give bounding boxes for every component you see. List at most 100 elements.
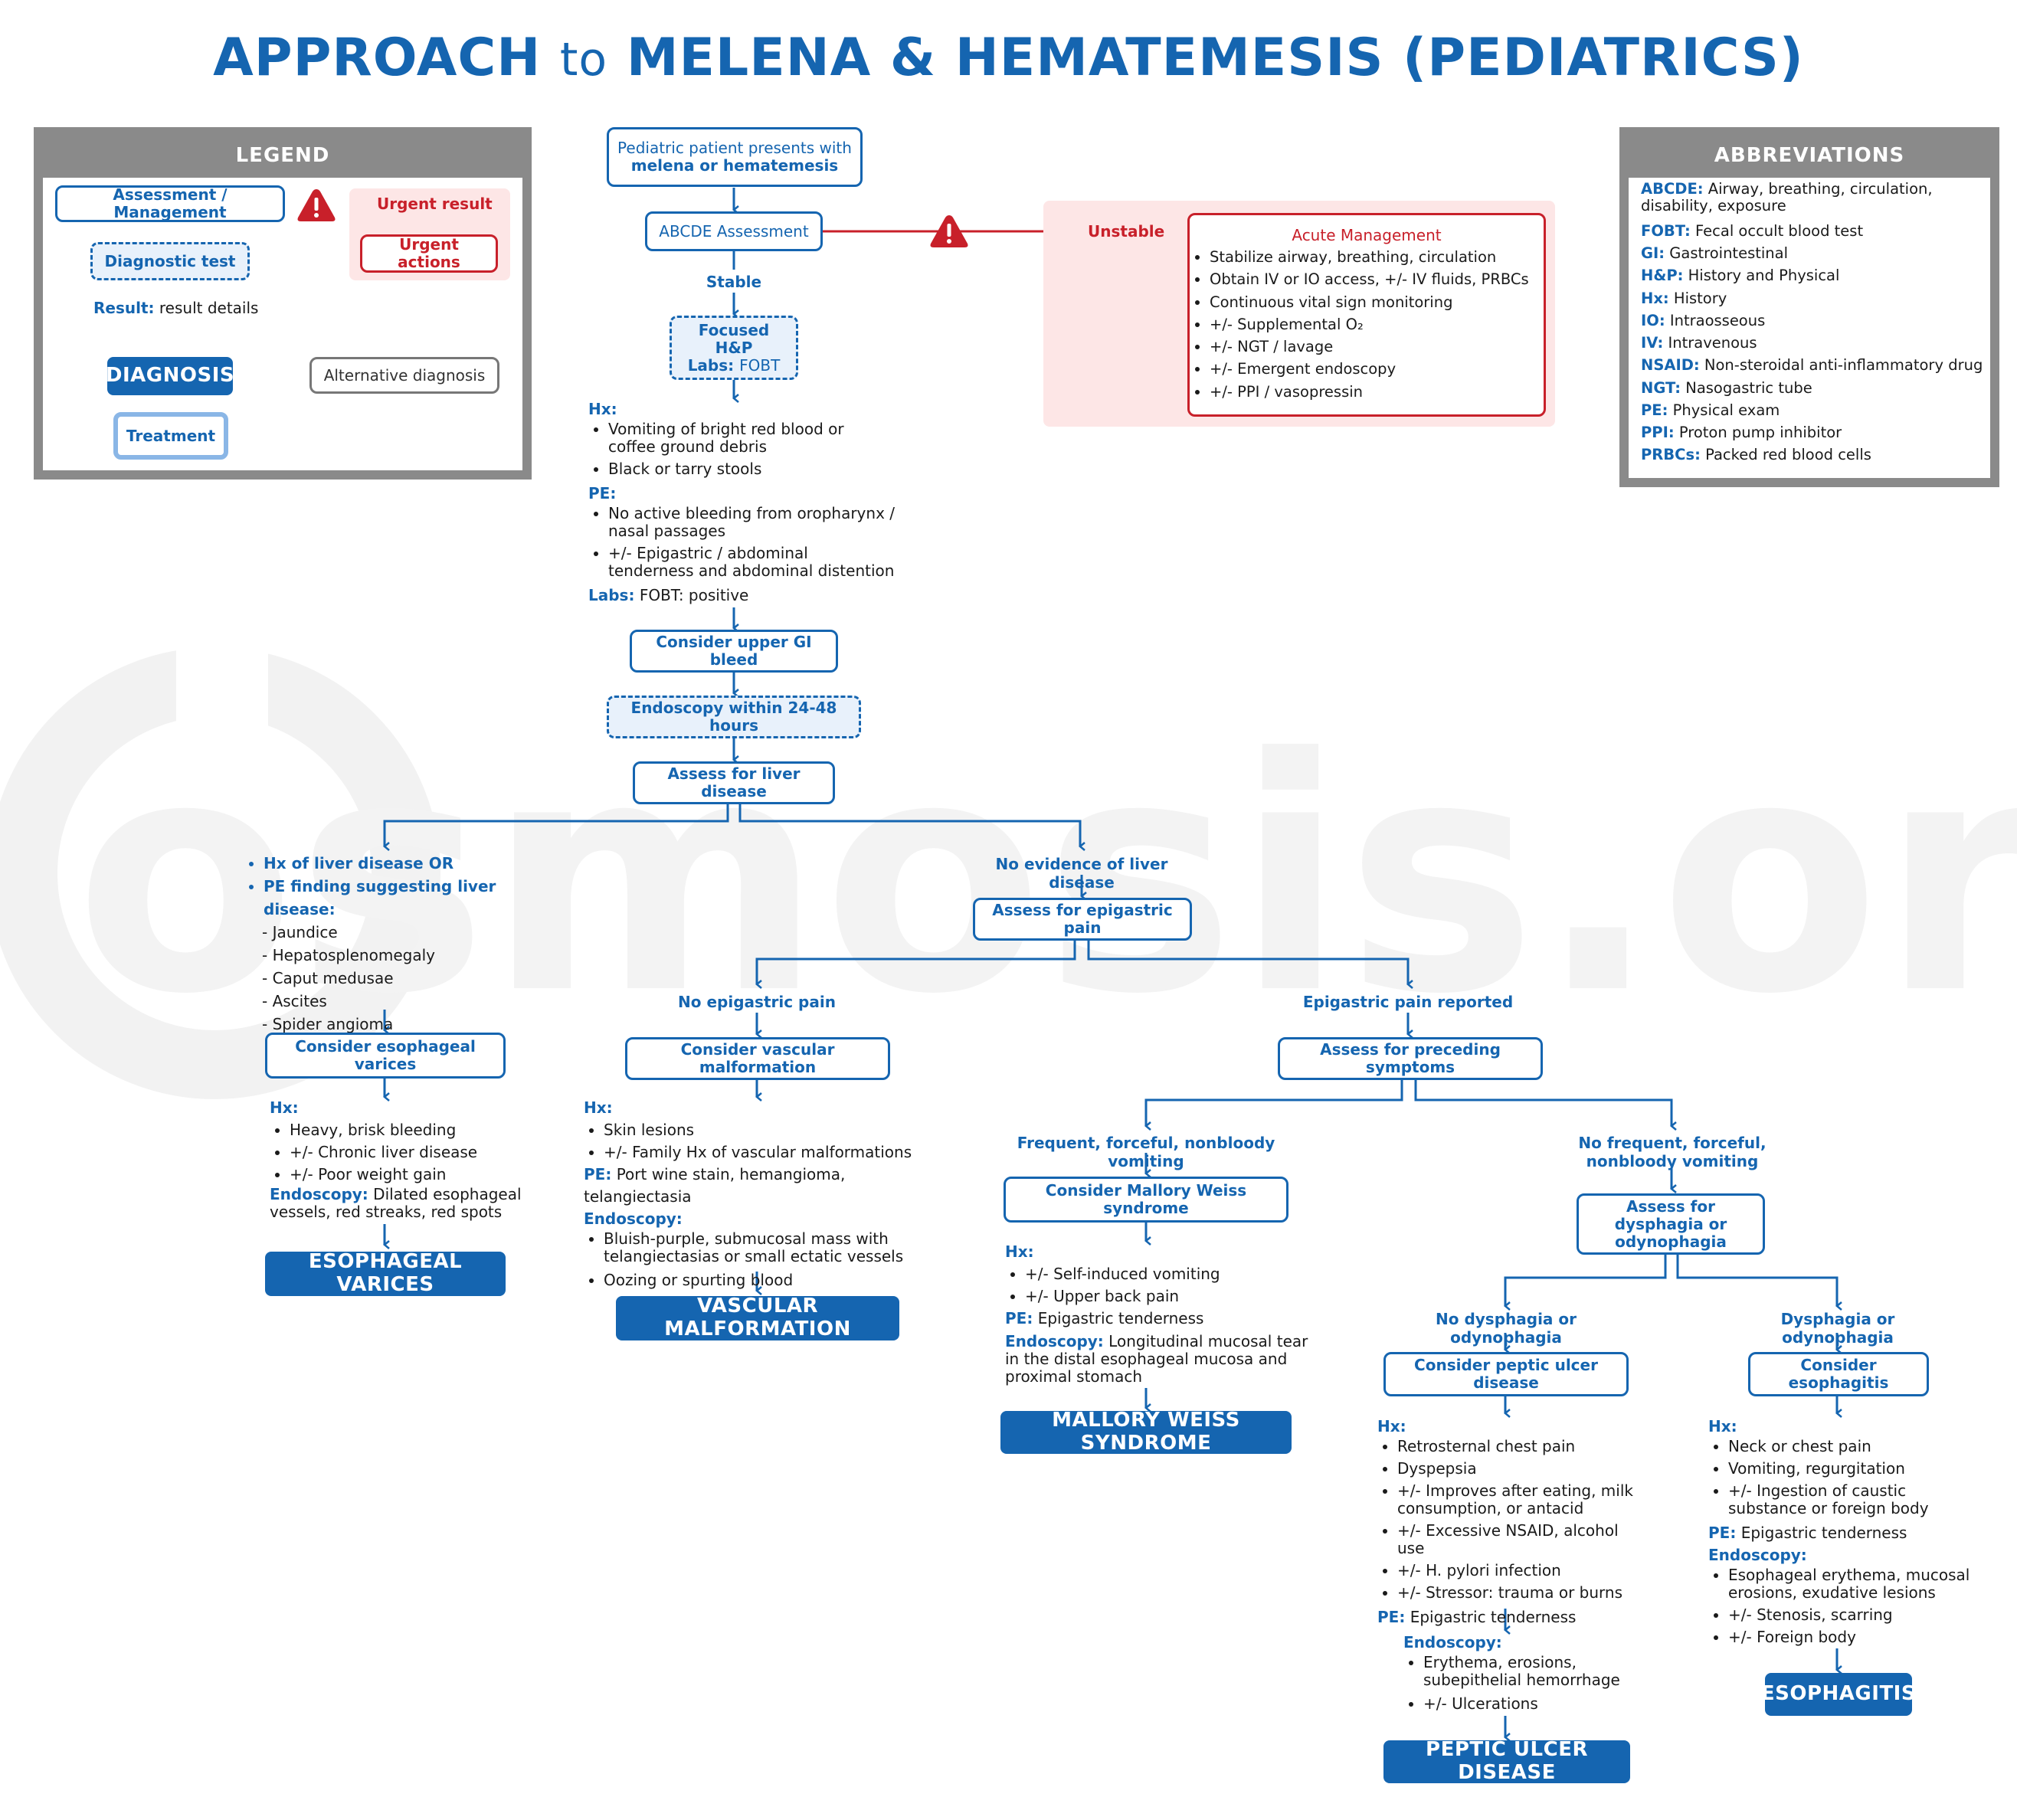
abbr-item: ABCDE: Airway, breathing, circulation, d… [1641,180,1933,215]
title-part2: to [559,33,608,87]
abbr-item: GI: Gastrointestinal [1641,244,1789,263]
finding-item: Vomiting, regurgitation [1728,1460,1976,1478]
abbr-item: NSAID: Non-steroidal anti-inflammatory d… [1641,356,1983,375]
legend-diagnosis-box: DIAGNOSIS [106,357,234,395]
pe-value: Epigastric tenderness [1410,1608,1577,1626]
hx-label: Hx: [1005,1242,1034,1261]
abbreviations-heading: ABBREVIATIONS [1629,136,1990,178]
legend-result-label: Result: [93,299,155,317]
liver-sign: - Caput medusae [262,969,394,987]
legend-heading: LEGEND [43,136,522,178]
acute-item: Stabilize airway, breathing, circulation [1210,246,1544,268]
legend-result: Result: result details [93,297,258,319]
liver-signs: - Jaundice - Hepatosplenomegaly - Caput … [244,921,535,1036]
legend-warning-icon [297,189,336,221]
liver-sign: - Spider angioma [262,1015,394,1033]
finding-item: +/- Improves after eating, milk consumpt… [1397,1482,1645,1517]
legend-assessment-box: Assessment / Management [55,185,285,222]
finding-item: Oozing or spurting blood [604,1272,951,1289]
liver-hx: Hx of liver disease [264,854,424,872]
initial-findings: Hx: Vomiting of bright red blood or coff… [588,398,895,607]
liver-hx-item: Hx of liver disease OR [264,852,535,875]
hx-label: Hx: [1708,1417,1737,1435]
vascular-findings: Hx: Skin lesions +/- Family Hx of vascul… [584,1097,951,1289]
abbr-item: FOBT: Fecal occult blood test [1641,221,1864,240]
liver-sign: - Jaundice [262,923,338,941]
liver-sign: - Hepatosplenomegaly [262,946,435,964]
abbr-item: H&P: History and Physical [1641,267,1840,285]
endo-value: Longitudinal mucosal tear in the distal … [1005,1332,1308,1386]
endo-label: Endoscopy: [270,1185,368,1203]
pe-label: PE: [588,484,617,502]
hx-label: Hx: [1377,1417,1406,1435]
finding-item: +/- Poor weight gain [290,1164,530,1186]
legend-diagnostic-test-box: Diagnostic test [90,242,250,280]
abbr-item: PPI: Proton pump inhibitor [1641,424,1842,442]
focused-hp-box: Focused H&P Labs: FOBT [670,316,798,380]
finding-item: No active bleeding from oropharynx / nas… [608,505,895,540]
start-box: Pediatric patient presents with melena o… [607,127,863,187]
labs-label: Labs: [588,586,635,604]
yes-dysphagia-label: Dysphagia or odynophagia [1780,1310,1895,1347]
abbreviations-panel: ABBREVIATIONS [1619,127,1999,487]
preceding-box: Assess for preceding symptoms [1278,1037,1543,1080]
unstable-label: Unstable [1088,222,1165,241]
epigastric-reported-label: Epigastric pain reported [1302,993,1514,1011]
mallory-findings: Hx: +/- Self-induced vomiting +/- Upper … [1005,1241,1311,1386]
focused-labs-value: FOBT [739,355,781,375]
acute-list: Stabilize airway, breathing, circulation… [1190,246,1544,403]
finding-item: +/- H. pylori infection [1397,1562,1645,1579]
vascular-diagnosis: VASCULAR MALFORMATION [616,1295,899,1340]
hx-label: Hx: [584,1098,613,1117]
acute-item: +/- NGT / lavage [1210,336,1544,358]
finding-item: +/- Chronic liver disease [290,1141,530,1164]
legend-result-text: result details [159,299,259,317]
finding-item: Vomiting of bright red blood or coffee g… [608,421,895,456]
warning-icon [930,215,968,247]
pe-label: PE: [1708,1524,1737,1542]
focused-line1: Focused H&P [698,320,770,357]
finding-item: Bluish-purple, submucosal mass with tela… [604,1230,951,1265]
title-part3: MELENA & HEMATEMESIS (PEDIATRICS) [626,28,1804,88]
finding-item: +/- Excessive NSAID, alcohol use [1397,1522,1645,1557]
finding-item: +/- Upper back pain [1025,1285,1311,1308]
upper-gi-box: Consider upper GI bleed [630,630,838,673]
liver-pe-item: PE finding suggesting liver disease: [264,875,535,921]
finding-item: Neck or chest pain [1728,1438,1976,1455]
pe-label: PE: [584,1165,612,1183]
abbr-item: PRBCs: Packed red blood cells [1641,446,1871,464]
liver-disease-findings: Hx of liver disease OR PE finding sugges… [244,852,535,1036]
finding-item: Erythema, erosions, subepithelial hemorr… [1423,1654,1633,1689]
pe-value: Port wine stain, hemangioma, telangiecta… [584,1165,846,1206]
esophagitis-consider-box: Consider esophagitis [1748,1352,1929,1396]
finding-item: +/- Ulcerations [1423,1695,1633,1713]
acute-management-box: Acute Management Stabilize airway, breat… [1187,213,1546,417]
pe-value: Epigastric tenderness [1740,1524,1907,1542]
finding-item: Black or tarry stools [608,460,895,478]
finding-item: Skin lesions [604,1119,951,1141]
liver-no-label: No evidence of liver disease [995,855,1168,892]
labs-value: FOBT: positive [639,586,749,604]
pud-diagnosis: PEPTIC ULCER DISEASE [1383,1738,1630,1784]
esophagitis-diagnosis: ESOPHAGITIS [1761,1673,1916,1716]
finding-item: +/- Self-induced vomiting [1025,1263,1311,1285]
abbr-item: IO: Intraosseous [1641,311,1766,329]
legend-urgent-actions-box: Urgent actions [360,234,498,273]
title-part1: APPROACH [213,28,542,88]
frequent-vomiting-label: Frequent, forceful, nonbloody vomiting [1017,1134,1275,1170]
liver-sign: - Ascites [262,992,327,1010]
pud-findings: Hx: Retrosternal chest pain Dyspepsia +/… [1377,1416,1645,1629]
endo-value: Dilated esophageal vessels, red streaks,… [270,1185,522,1221]
abbr-item: PE: Physical exam [1641,401,1780,419]
focused-labs-label: Labs: [687,355,735,375]
pud-consider-box: Consider peptic ulcer disease [1383,1352,1629,1396]
pe-label: PE: [1005,1309,1033,1327]
abbreviations-list: ABCDE: Airway, breathing, circulation, d… [1641,180,1986,466]
pe-label: PE: [1377,1608,1406,1626]
endo-label: Endoscopy: [1005,1332,1104,1350]
liver-or: OR [428,854,454,872]
abcde-box: ABCDE Assessment [645,211,823,251]
no-frequent-vomiting-label: No frequent, forceful, nonbloody vomitin… [1578,1134,1767,1170]
vascular-consider-box: Consider vascular malformation [625,1037,890,1080]
